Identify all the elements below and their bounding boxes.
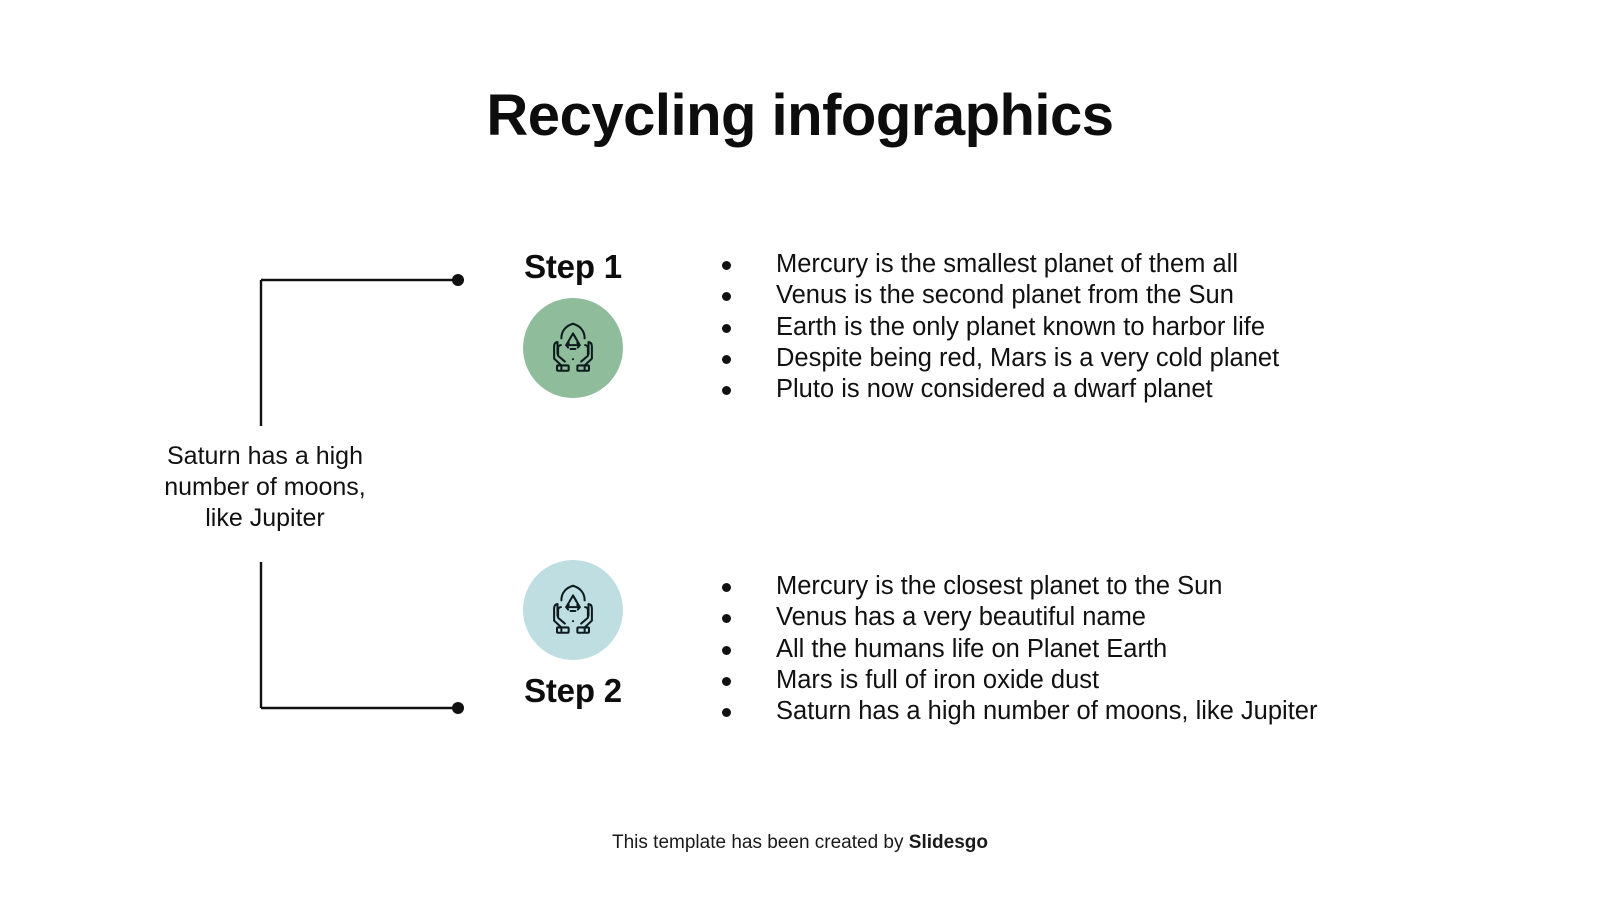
list-item-text: Venus has a very beautiful name bbox=[776, 603, 1146, 632]
bullet-dot-icon bbox=[722, 292, 731, 302]
bullet-dot-icon bbox=[722, 354, 731, 364]
list-item-text: Mercury is the smallest planet of them a… bbox=[776, 250, 1239, 278]
bullet-dot-icon bbox=[722, 583, 731, 592]
list-item-text: Mars is full of iron oxide dust bbox=[776, 665, 1100, 694]
step-1-block: Step 1 bbox=[473, 248, 673, 398]
left-caption-line-2: number of moons, bbox=[164, 473, 366, 501]
connector-dot-top bbox=[452, 274, 464, 286]
list-item-text: Despite being red, Mars is a very cold p… bbox=[776, 343, 1280, 372]
step-1-label: Step 1 bbox=[524, 248, 622, 285]
list-item: Venus is the second planet from the Sun bbox=[712, 280, 1279, 311]
hands-recycling-icon bbox=[553, 322, 593, 372]
list-item-text: Earth is the only planet known to harbor… bbox=[776, 312, 1266, 341]
list-item: Despite being red, Mars is a very cold p… bbox=[712, 343, 1279, 374]
list-item-text: Mercury is the closest planet to the Sun bbox=[776, 572, 1223, 600]
footer-brand: Slidesgo bbox=[908, 832, 988, 853]
bullet-dot-icon bbox=[722, 261, 731, 270]
list-item: All the humans life on Planet Earth bbox=[712, 634, 1317, 665]
step-2-block: Step 2 bbox=[473, 560, 673, 710]
step-1-bullet-list: Mercury is the smallest planet of them a… bbox=[712, 249, 1279, 405]
connector-diagram bbox=[240, 250, 490, 740]
list-item-text: Saturn has a high number of moons, like … bbox=[776, 697, 1318, 726]
left-caption-line-1: Saturn has a high bbox=[167, 442, 363, 470]
list-item: Venus has a very beautiful name bbox=[712, 602, 1317, 633]
list-item: Mars is full of iron oxide dust bbox=[712, 665, 1317, 696]
bullet-dot-icon bbox=[722, 323, 731, 333]
step-1-icon-circle bbox=[523, 298, 623, 398]
bullet-dot-icon bbox=[722, 645, 731, 655]
connector-lines bbox=[259, 274, 464, 714]
page-title: Recycling infographics bbox=[486, 83, 1114, 148]
bullet-dot-icon bbox=[722, 676, 731, 686]
list-item-text: Venus is the second planet from the Sun bbox=[776, 281, 1234, 310]
step-2-label: Step 2 bbox=[524, 672, 622, 709]
footer-text: This template has been created by bbox=[612, 832, 909, 853]
hands-recycling-icon bbox=[553, 584, 593, 634]
list-item: Earth is the only planet known to harbor… bbox=[712, 312, 1279, 343]
footer-credit: This template has been created by Slides… bbox=[0, 832, 1600, 854]
bullet-dot-icon bbox=[722, 708, 731, 718]
step-2-bullet-list: Mercury is the closest planet to the Sun… bbox=[712, 571, 1317, 727]
list-item-text: Pluto is now considered a dwarf planet bbox=[776, 375, 1213, 404]
list-item-text: All the humans life on Planet Earth bbox=[776, 634, 1168, 663]
list-item: Mercury is the closest planet to the Sun bbox=[712, 571, 1317, 602]
left-caption: Saturn has a high number of moons, like … bbox=[120, 441, 410, 534]
left-caption-line-3: like Jupiter bbox=[205, 504, 325, 532]
step-2-icon-circle bbox=[523, 560, 623, 660]
list-item: Pluto is now considered a dwarf planet bbox=[712, 374, 1279, 405]
list-item: Mercury is the smallest planet of them a… bbox=[712, 249, 1279, 280]
bullet-dot-icon bbox=[722, 614, 731, 624]
list-item: Saturn has a high number of moons, like … bbox=[712, 696, 1317, 727]
connector-dot-bottom bbox=[452, 702, 464, 714]
bullet-dot-icon bbox=[722, 386, 731, 396]
